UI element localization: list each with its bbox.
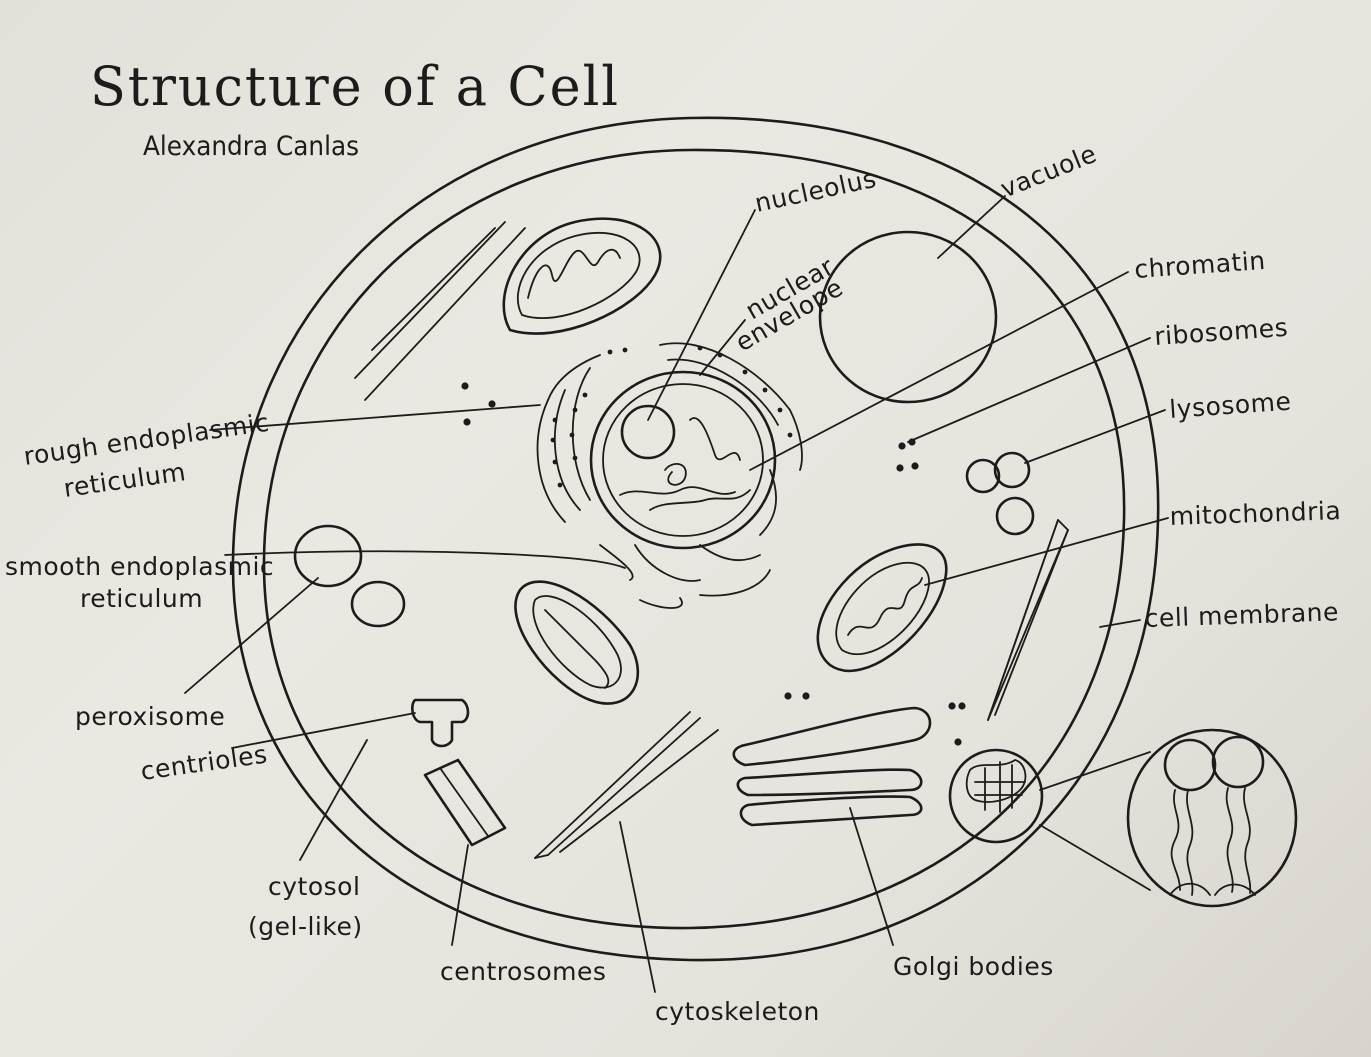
label-lysosome: lysosome — [1168, 387, 1292, 424]
label-cytosol-1: cytosol — [268, 872, 360, 901]
golgi-shape — [732, 706, 932, 827]
cytoskeleton-right — [987, 519, 1069, 721]
label-vacuole: vacuole — [996, 139, 1100, 204]
label-centrioles: centrioles — [139, 739, 269, 785]
nucleolus-shape — [620, 404, 676, 460]
label-ribosomes: ribosomes — [1153, 313, 1289, 351]
ribosome-dots-er — [550, 345, 793, 488]
centrosome-shape — [423, 758, 507, 847]
label-cytoskeleton: cytoskeleton — [655, 997, 820, 1026]
membrane-zoom — [948, 728, 1298, 908]
label-golgi-bodies: Golgi bodies — [893, 952, 1054, 981]
label-cell-membrane: cell membrane — [1144, 597, 1339, 633]
cytoskeleton-bottom — [534, 711, 719, 859]
mitochondrion-right — [816, 543, 948, 673]
mitochondrion-bottom — [514, 580, 640, 705]
label-smooth-er-2: reticulum — [80, 584, 203, 613]
label-mitochondria: mitochondria — [1169, 496, 1341, 531]
label-smooth-er-1: smooth endoplasmic — [5, 552, 274, 581]
leader-lines — [184, 195, 1169, 993]
rough-er-lines — [354, 221, 526, 401]
diagram-title: Structure of a Cell — [90, 55, 620, 118]
lysosome-shape — [965, 451, 1035, 536]
ribosome-dots — [461, 382, 966, 746]
label-cytosol-2: (gel-like) — [248, 912, 363, 941]
chromatin-shape — [619, 417, 751, 511]
label-nucleolus: nucleolus — [752, 164, 879, 218]
vacuole-shape — [818, 230, 998, 404]
cell-membrane — [231, 116, 1160, 962]
label-rough-er-2: reticulum — [62, 457, 188, 503]
label-peroxisome: peroxisome — [75, 702, 225, 731]
label-chromatin: chromatin — [1133, 246, 1266, 284]
mitochondrion-top — [502, 217, 662, 335]
nucleus — [589, 370, 777, 550]
author-name: Alexandra Canlas — [143, 131, 359, 162]
rough-er — [536, 342, 803, 609]
centriole-shape — [410, 698, 470, 748]
label-centrosomes: centrosomes — [440, 957, 606, 986]
peroxisome-shape — [293, 524, 406, 628]
